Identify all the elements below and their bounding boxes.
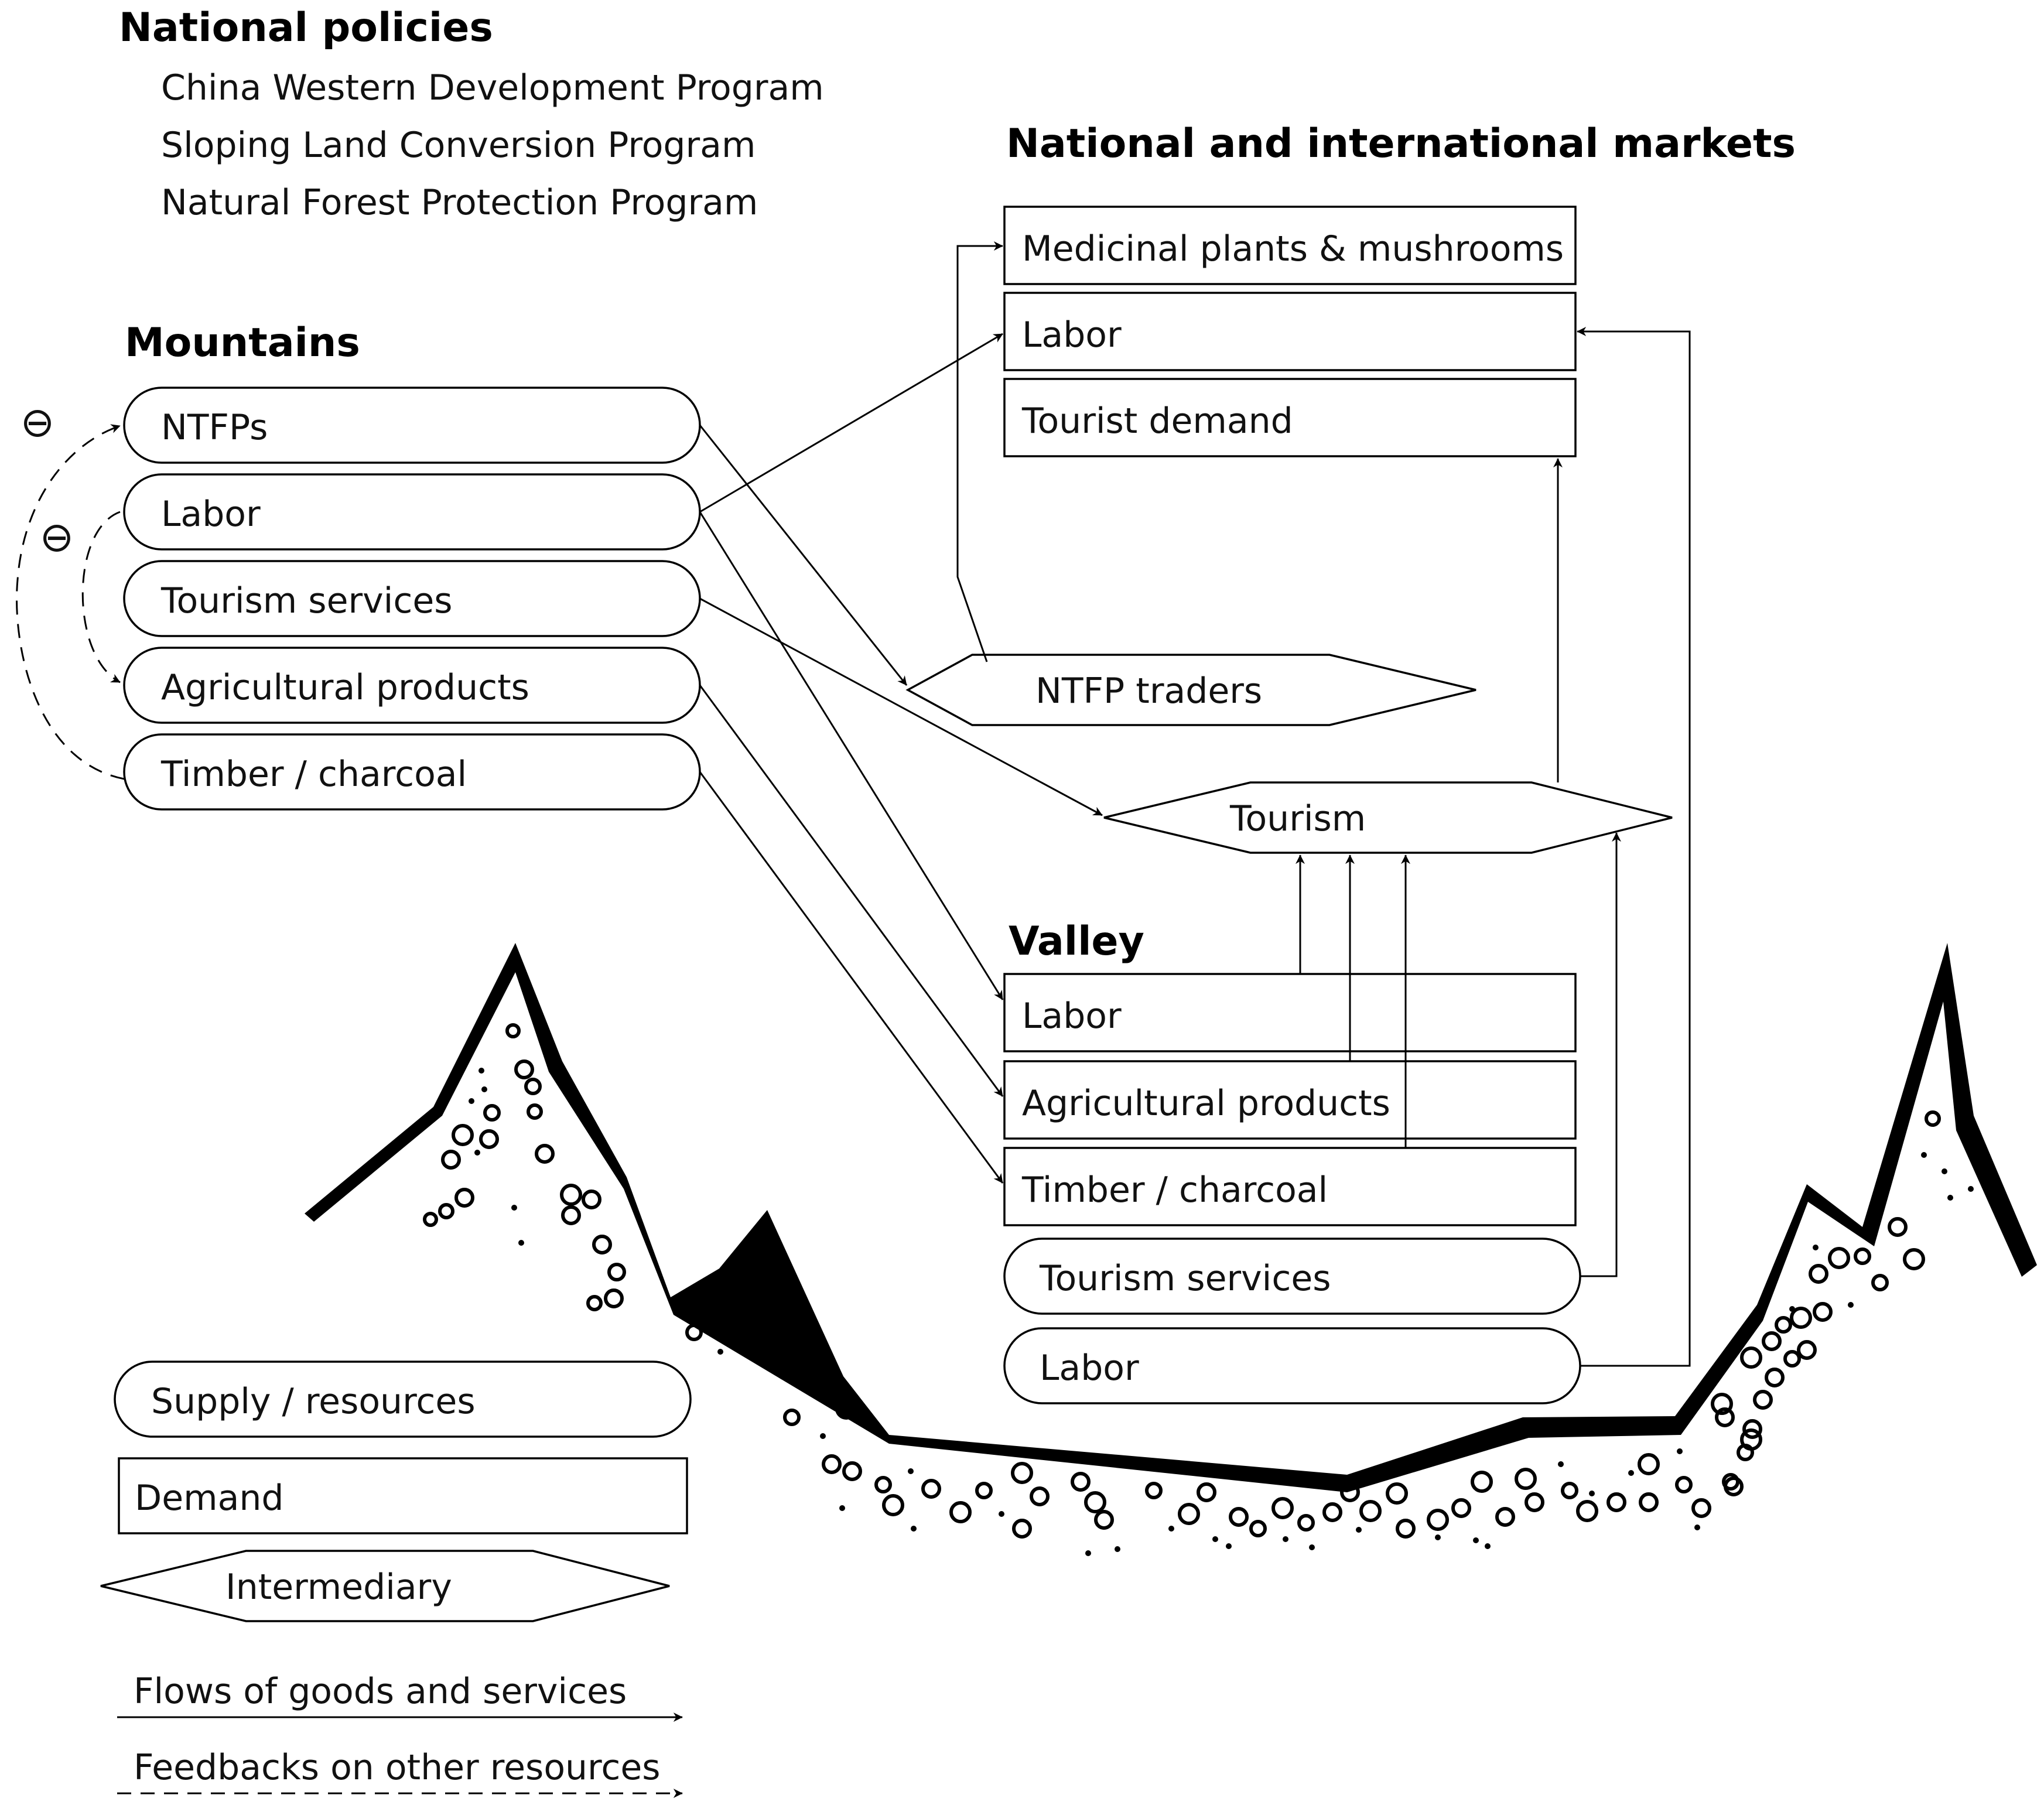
valley-demand-agricultural bbox=[1003, 1060, 1577, 1140]
legend: Supply / resources Demand Intermediary F… bbox=[100, 1361, 692, 1798]
feedback-symbol-bg bbox=[19, 404, 56, 442]
market-box-medicinal bbox=[1003, 206, 1577, 285]
policy-item: China Western Development Program bbox=[161, 67, 824, 108]
negative-feedback-icon: ⊖ bbox=[40, 513, 74, 561]
intermediary-label: NTFP traders bbox=[1035, 671, 1262, 712]
market-box-label: Labor bbox=[1022, 315, 1122, 356]
flow-tourism-services-to-tourism bbox=[699, 597, 1103, 816]
feedback-arrows: ⊖ ⊖ bbox=[16, 398, 125, 780]
markets-boxes: Medicinal plants & mushrooms Labor Touri… bbox=[1003, 206, 1577, 457]
valley-box-label: Agricultural products bbox=[1022, 1083, 1390, 1124]
flow-arrows bbox=[699, 241, 1691, 1367]
market-box-label: Medicinal plants & mushrooms bbox=[1022, 228, 1564, 269]
market-box-tourist-demand bbox=[1003, 378, 1577, 457]
market-box-label: Tourist demand bbox=[1021, 401, 1293, 442]
intermediary-tourism bbox=[1103, 781, 1673, 854]
supply-pill-label: Labor bbox=[161, 494, 261, 535]
markets-title: National and international markets bbox=[1006, 121, 1796, 167]
mountain-valley-illustration bbox=[305, 943, 2037, 1556]
policy-item: Sloping Land Conversion Program bbox=[161, 125, 756, 166]
flow-valley-labor-to-market-labor bbox=[1577, 327, 1691, 1367]
supply-pill-label: Tourism services bbox=[160, 580, 453, 621]
rubble bbox=[423, 1023, 1974, 1556]
intermediary-label: Tourism bbox=[1229, 798, 1366, 839]
legend-flows-label: Flows of goods and services bbox=[134, 1671, 627, 1712]
flow-traders-to-medicinal bbox=[956, 241, 1003, 662]
flow-timber-to-valley bbox=[699, 771, 1004, 1184]
flow-agricultural-to-valley bbox=[699, 685, 1004, 1097]
feedback-symbol-bg bbox=[38, 519, 76, 556]
valley-box-label: Timber / charcoal bbox=[1021, 1170, 1328, 1211]
legend-intermediary-label: Intermediary bbox=[225, 1567, 452, 1608]
market-box-labor bbox=[1003, 292, 1577, 371]
legend-supply-shape bbox=[114, 1361, 692, 1438]
feedback-labor-to-agricultural bbox=[81, 511, 121, 683]
mountains-title: Mountains bbox=[125, 320, 360, 366]
policy-item: Natural Forest Protection Program bbox=[161, 182, 758, 223]
valley-pill-label: Labor bbox=[1040, 1348, 1139, 1389]
legend-feedbacks-label: Feedbacks on other resources bbox=[134, 1747, 661, 1788]
valley-box-label: Labor bbox=[1022, 996, 1122, 1037]
supply-pill-label: NTFPs bbox=[161, 407, 268, 448]
flow-labor-to-valley-labor bbox=[699, 511, 1004, 1000]
legend-demand-shape bbox=[118, 1457, 688, 1534]
ridge-left bbox=[305, 943, 889, 1444]
supply-pill-label: Timber / charcoal bbox=[160, 754, 467, 795]
valley-title: Valley bbox=[1009, 918, 1144, 965]
national-policies-list: China Western Development Program Slopin… bbox=[161, 67, 824, 223]
flow-valley-tourism-services-to-tourism bbox=[1580, 832, 1621, 1277]
negative-feedback-icon: ⊖ bbox=[20, 398, 55, 446]
flow-labor-to-market-labor bbox=[699, 333, 1003, 513]
valley-pill-label: Tourism services bbox=[1039, 1258, 1331, 1299]
intermediary-ntfp-traders bbox=[905, 654, 1476, 726]
legend-demand-label: Demand bbox=[135, 1478, 283, 1519]
flow-ntfps-to-traders bbox=[699, 425, 908, 686]
national-policies-title: National policies bbox=[119, 5, 493, 51]
valley-boxes: Labor Agricultural products Timber / cha… bbox=[1003, 973, 1581, 1404]
mountains-supply-list: NTFPs Labor Tourism services Agricultura… bbox=[123, 387, 701, 811]
valley-demand-timber bbox=[1003, 1147, 1577, 1226]
supply-pill-label: Agricultural products bbox=[161, 667, 529, 708]
legend-supply-label: Supply / resources bbox=[151, 1381, 476, 1422]
valley-demand-labor bbox=[1003, 973, 1577, 1052]
feedback-timber-to-ntfps bbox=[16, 424, 125, 780]
legend-intermediary-shape bbox=[100, 1550, 670, 1622]
